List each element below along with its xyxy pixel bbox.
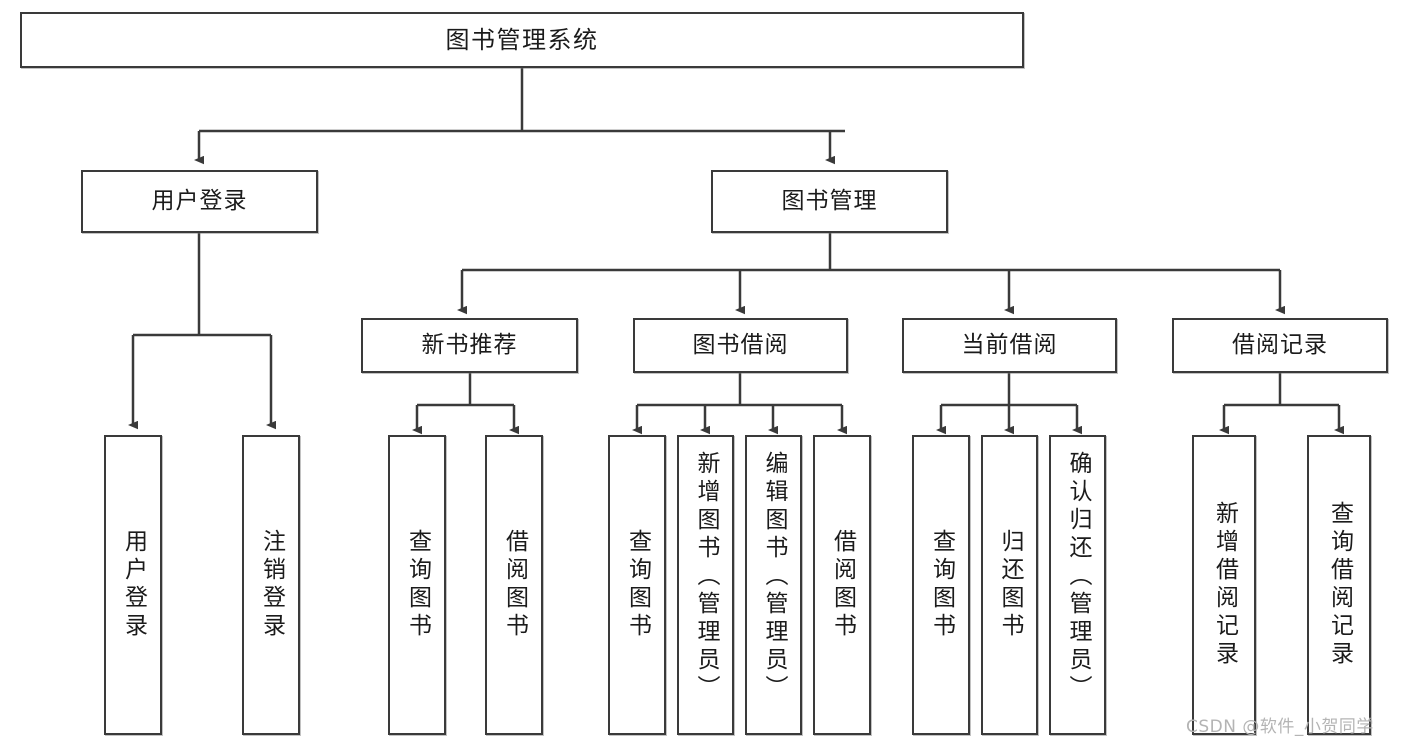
node-label: 借阅图书 <box>829 529 856 641</box>
node-leaf-query-book-1[interactable]: 查询图书 <box>388 435 446 735</box>
node-borrow-record[interactable]: 借阅记录 <box>1172 318 1388 373</box>
node-leaf-add-record[interactable]: 新增借阅记录 <box>1192 435 1256 735</box>
node-label: 归还图书 <box>997 529 1023 641</box>
node-label: 借阅记录 <box>1232 331 1328 358</box>
node-new-book-recommend[interactable]: 新书推荐 <box>361 318 578 373</box>
node-user-login[interactable]: 用户登录 <box>81 170 318 233</box>
node-leaf-query-book-3[interactable]: 查询图书 <box>912 435 970 735</box>
node-label: 新增图书（管理员） <box>693 451 719 703</box>
node-leaf-query-record[interactable]: 查询借阅记录 <box>1307 435 1371 735</box>
node-leaf-return-book[interactable]: 归还图书 <box>981 435 1038 735</box>
node-leaf-add-book[interactable]: 新增图书（管理员） <box>677 435 734 735</box>
node-leaf-borrow-book-1[interactable]: 借阅图书 <box>485 435 543 735</box>
node-book-management-system[interactable]: 图书管理系统 <box>20 12 1024 68</box>
node-label: 编辑图书（管理员） <box>761 451 787 703</box>
node-leaf-confirm-return[interactable]: 确认归还（管理员） <box>1049 435 1106 735</box>
node-label: 图书管理系统 <box>445 25 599 54</box>
node-current-borrow[interactable]: 当前借阅 <box>902 318 1117 373</box>
node-book-management[interactable]: 图书管理 <box>711 170 948 233</box>
node-leaf-query-book-2[interactable]: 查询图书 <box>608 435 666 735</box>
node-book-borrow[interactable]: 图书借阅 <box>633 318 848 373</box>
node-label: 注销登录 <box>258 529 285 641</box>
node-label: 借阅图书 <box>501 529 528 641</box>
node-label: 查询借阅记录 <box>1326 501 1353 669</box>
node-label: 图书管理 <box>781 187 878 214</box>
node-label: 确认归还（管理员） <box>1065 451 1091 703</box>
node-label: 查询图书 <box>404 529 431 641</box>
node-label: 当前借阅 <box>961 331 1058 358</box>
node-leaf-logout-login[interactable]: 注销登录 <box>242 435 300 735</box>
node-leaf-borrow-book-2[interactable]: 借阅图书 <box>813 435 871 735</box>
node-label: 新书推荐 <box>421 331 518 358</box>
node-label: 新增借阅记录 <box>1211 501 1238 669</box>
node-label: 查询图书 <box>928 529 955 641</box>
node-leaf-user-login[interactable]: 用户登录 <box>104 435 162 735</box>
node-label: 查询图书 <box>624 529 651 641</box>
node-label: 图书借阅 <box>692 331 789 358</box>
node-label: 用户登录 <box>120 529 147 641</box>
csdn-watermark: CSDN @软件_小贺同学 <box>1186 717 1374 737</box>
node-label: 用户登录 <box>151 187 248 214</box>
node-leaf-edit-book[interactable]: 编辑图书（管理员） <box>745 435 802 735</box>
